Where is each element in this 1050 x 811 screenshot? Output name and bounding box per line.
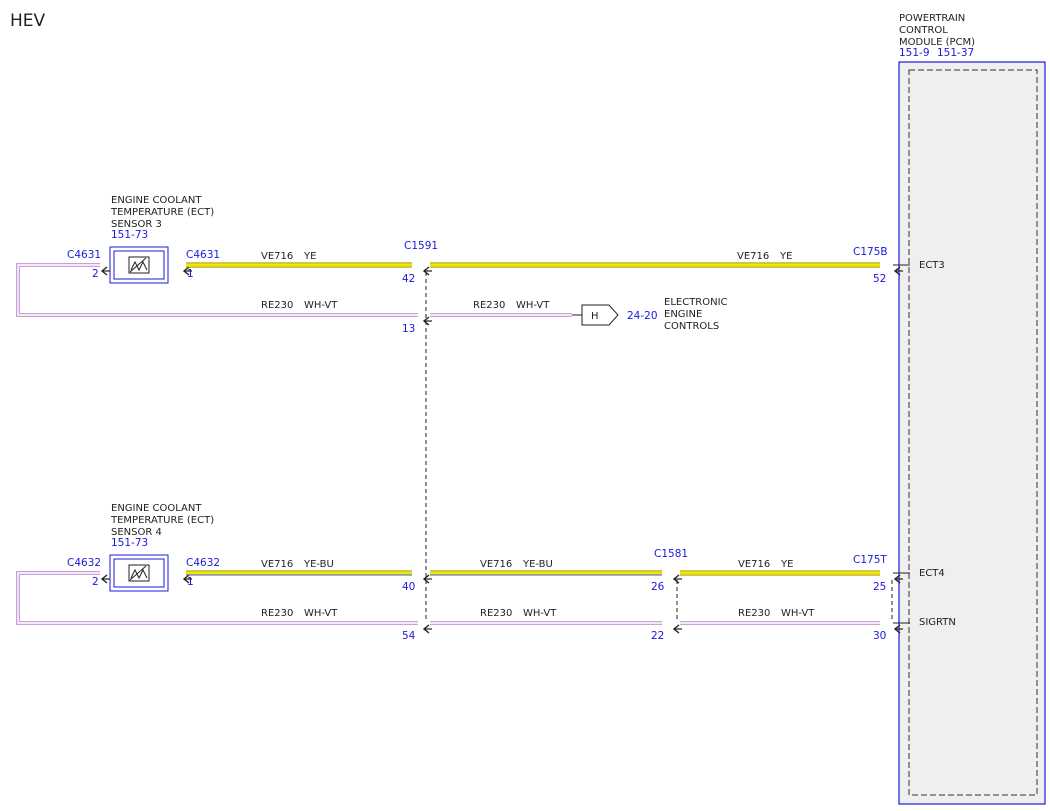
wire-color-label: WH-VT bbox=[781, 608, 815, 619]
wire-circuit-label: VE716 bbox=[480, 559, 512, 570]
wire-color-label: WH-VT bbox=[516, 300, 550, 311]
sensor4-right-connector[interactable]: C4632 bbox=[186, 557, 220, 569]
c1581-connector-label[interactable]: C1581 bbox=[654, 548, 688, 560]
c175t-pin-30: 30 bbox=[873, 630, 886, 642]
offpage-label-line-1: ELECTRONIC bbox=[664, 297, 728, 308]
wire-circuit-label: RE230 bbox=[261, 608, 293, 619]
wire-color-label: YE bbox=[780, 559, 793, 570]
sensor3-name-line-3: SENSOR 3 bbox=[111, 219, 162, 230]
wire-circuit-label: RE230 bbox=[261, 300, 293, 311]
pcm-name-line-1: POWERTRAIN bbox=[899, 13, 965, 24]
sensor4-name-line-2: TEMPERATURE (ECT) bbox=[110, 515, 214, 526]
wire-circuit-label: VE716 bbox=[737, 251, 769, 262]
sensor3-name-line-2: TEMPERATURE (ECT) bbox=[110, 207, 214, 218]
wire-color-label: YE-BU bbox=[303, 559, 334, 570]
c1581-pin-22: 22 bbox=[651, 630, 664, 642]
offpage-symbol: H bbox=[591, 311, 599, 322]
c175b-pin-52: 52 bbox=[873, 273, 886, 285]
pcm-name-line-2: CONTROL bbox=[899, 25, 948, 36]
sensor4-return-loop-wire[interactable] bbox=[16, 571, 418, 625]
wire-color-label: YE bbox=[303, 251, 316, 262]
pcm-ref-2[interactable]: 151-37 bbox=[937, 47, 974, 59]
wire-circuit-label: RE230 bbox=[738, 608, 770, 619]
sensor3-box[interactable] bbox=[109, 246, 169, 284]
c1591-pin-42: 42 bbox=[402, 273, 415, 285]
c1591-pin-54: 54 bbox=[402, 630, 416, 642]
arrow-icon bbox=[673, 574, 683, 584]
sensor3-left-connector[interactable]: C4631 bbox=[67, 249, 101, 261]
wire-circuit-label: VE716 bbox=[261, 251, 293, 262]
pcm-pin-sigrtn: SIGRTN bbox=[919, 617, 956, 628]
sensor3-section: ENGINE COOLANT TEMPERATURE (ECT) SENSOR … bbox=[16, 195, 910, 620]
pcm-pin-ect3: ECT3 bbox=[919, 260, 945, 271]
sensor4-left-pin: 2 bbox=[92, 576, 99, 588]
sensor3-ref[interactable]: 151-73 bbox=[111, 229, 148, 241]
wire-circuit-label: VE716 bbox=[261, 559, 293, 570]
offpage-label-line-2: ENGINE bbox=[664, 309, 702, 320]
arrow-icon bbox=[423, 316, 433, 326]
sensor4-left-connector[interactable]: C4632 bbox=[67, 557, 101, 569]
sensor4-right-pin: 1 bbox=[187, 576, 194, 588]
sensor4-name-line-3: SENSOR 4 bbox=[111, 527, 162, 538]
wire-circuit-label: RE230 bbox=[480, 608, 512, 619]
wire-circuit-label: RE230 bbox=[473, 300, 505, 311]
c175b-connector-label[interactable]: C175B bbox=[853, 246, 888, 258]
sensor3-right-pin: 1 bbox=[187, 268, 194, 280]
wire-circuit-label: VE716 bbox=[738, 559, 770, 570]
c1591-connector-label[interactable]: C1591 bbox=[404, 240, 438, 252]
pcm-ref-1[interactable]: 151-9 bbox=[899, 47, 930, 59]
sensor4-ref[interactable]: 151-73 bbox=[111, 537, 148, 549]
c1591-pin-40: 40 bbox=[402, 581, 415, 593]
sensor4-section: ENGINE COOLANT TEMPERATURE (ECT) SENSOR … bbox=[16, 503, 910, 642]
offpage-ref[interactable]: 24-20 bbox=[627, 310, 658, 322]
diagram-title: HEV bbox=[10, 11, 46, 31]
wire-color-label: WH-VT bbox=[304, 300, 338, 311]
arrow-icon bbox=[673, 624, 683, 634]
arrow-icon bbox=[423, 266, 433, 276]
sensor4-name-line-1: ENGINE COOLANT bbox=[111, 503, 202, 514]
sensor3-name-line-1: ENGINE COOLANT bbox=[111, 195, 202, 206]
c175t-connector-label[interactable]: C175T bbox=[853, 554, 887, 566]
sensor3-right-connector[interactable]: C4631 bbox=[186, 249, 220, 261]
pcm-name-line-3: MODULE (PCM) bbox=[899, 37, 975, 48]
wire-color-label: YE bbox=[779, 251, 792, 262]
arrow-icon bbox=[101, 266, 111, 276]
arrow-icon bbox=[423, 574, 433, 584]
c175t-pin-25: 25 bbox=[873, 581, 886, 593]
c1591-pin-13: 13 bbox=[402, 323, 415, 335]
sensor3-return-loop-wire[interactable] bbox=[16, 263, 418, 317]
wire-color-label: WH-VT bbox=[304, 608, 338, 619]
c1581-pin-26: 26 bbox=[651, 581, 665, 593]
sensor4-box[interactable] bbox=[109, 554, 169, 592]
offpage-label-line-3: CONTROLS bbox=[664, 321, 719, 332]
arrow-icon bbox=[423, 624, 433, 634]
wire-color-label: WH-VT bbox=[523, 608, 557, 619]
arrow-icon bbox=[101, 574, 111, 584]
pcm-pin-ect4: ECT4 bbox=[919, 568, 945, 579]
wire-color-label: YE-BU bbox=[522, 559, 553, 570]
offpage-connector-h[interactable]: H bbox=[581, 304, 619, 326]
pcm-module: POWERTRAIN CONTROL MODULE (PCM) 151-9 15… bbox=[898, 13, 1046, 805]
sensor3-left-pin: 2 bbox=[92, 268, 99, 280]
